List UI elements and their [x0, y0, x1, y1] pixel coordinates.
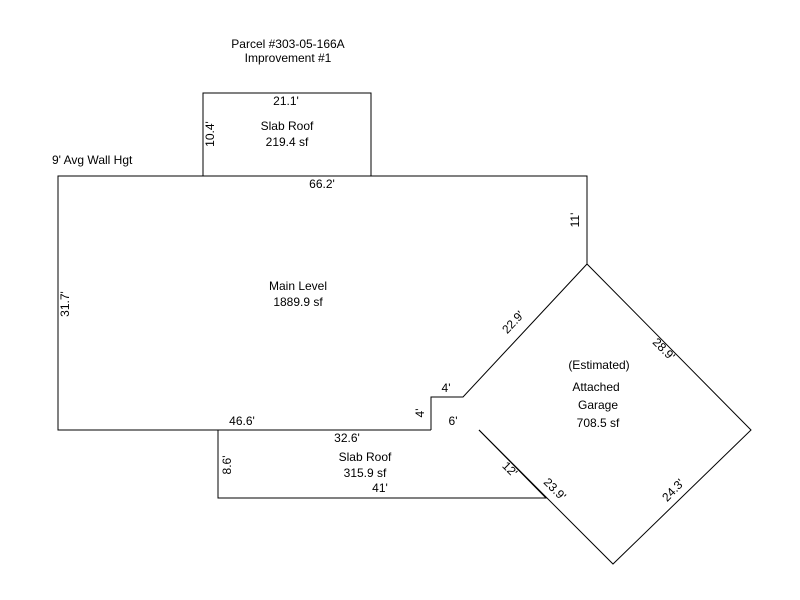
slab-roof-bottom-name: Slab Roof	[339, 450, 392, 464]
notch-side-label: 4'	[413, 409, 427, 418]
main-top-label: 66.2'	[309, 177, 335, 191]
garage-name-line2: Garage	[578, 398, 618, 412]
slab-top-height-label: 10.4'	[203, 121, 217, 147]
slab-roof-top-name: Slab Roof	[261, 119, 314, 133]
parcel-number: Parcel #303-05-166A	[231, 37, 344, 51]
slab-bottom-bottom-label: 41'	[372, 481, 388, 495]
main-level-outline	[57, 175, 588, 431]
slab-bottom-diag-label: 12'	[499, 459, 520, 480]
main-right-upper-label: 11'	[568, 213, 582, 228]
slab-roof-top-area: 219.4 sf	[266, 135, 309, 149]
notch-bottom-label: 6'	[449, 414, 458, 428]
garage-area: 708.5 sf	[577, 416, 620, 430]
garage-estimated-note: (Estimated)	[568, 358, 629, 372]
garage-outline	[478, 263, 752, 565]
notch-top-label: 4'	[442, 381, 451, 395]
wall-height-note: 9' Avg Wall Hgt	[52, 153, 133, 167]
garage-lower-right-label: 24.3'	[659, 476, 687, 504]
slab-bottom-left-label: 8.6'	[220, 456, 234, 475]
main-level-name: Main Level	[269, 279, 327, 293]
slab-roof-bottom-area: 315.9 sf	[344, 466, 387, 480]
main-left-label: 31.7'	[58, 291, 72, 317]
slab-bottom-top-label: 32.6'	[334, 431, 360, 445]
garage-lower-left-label: 23.9'	[541, 475, 569, 503]
main-level-area: 1889.9 sf	[273, 295, 323, 309]
main-bottom-left-label: 46.6'	[229, 414, 255, 428]
slab-top-width-label: 21.1'	[273, 94, 299, 108]
garage-name-line1: Attached	[572, 380, 619, 394]
garage-upper-right-label: 28.9'	[650, 335, 678, 363]
improvement-number: Improvement #1	[245, 51, 332, 65]
